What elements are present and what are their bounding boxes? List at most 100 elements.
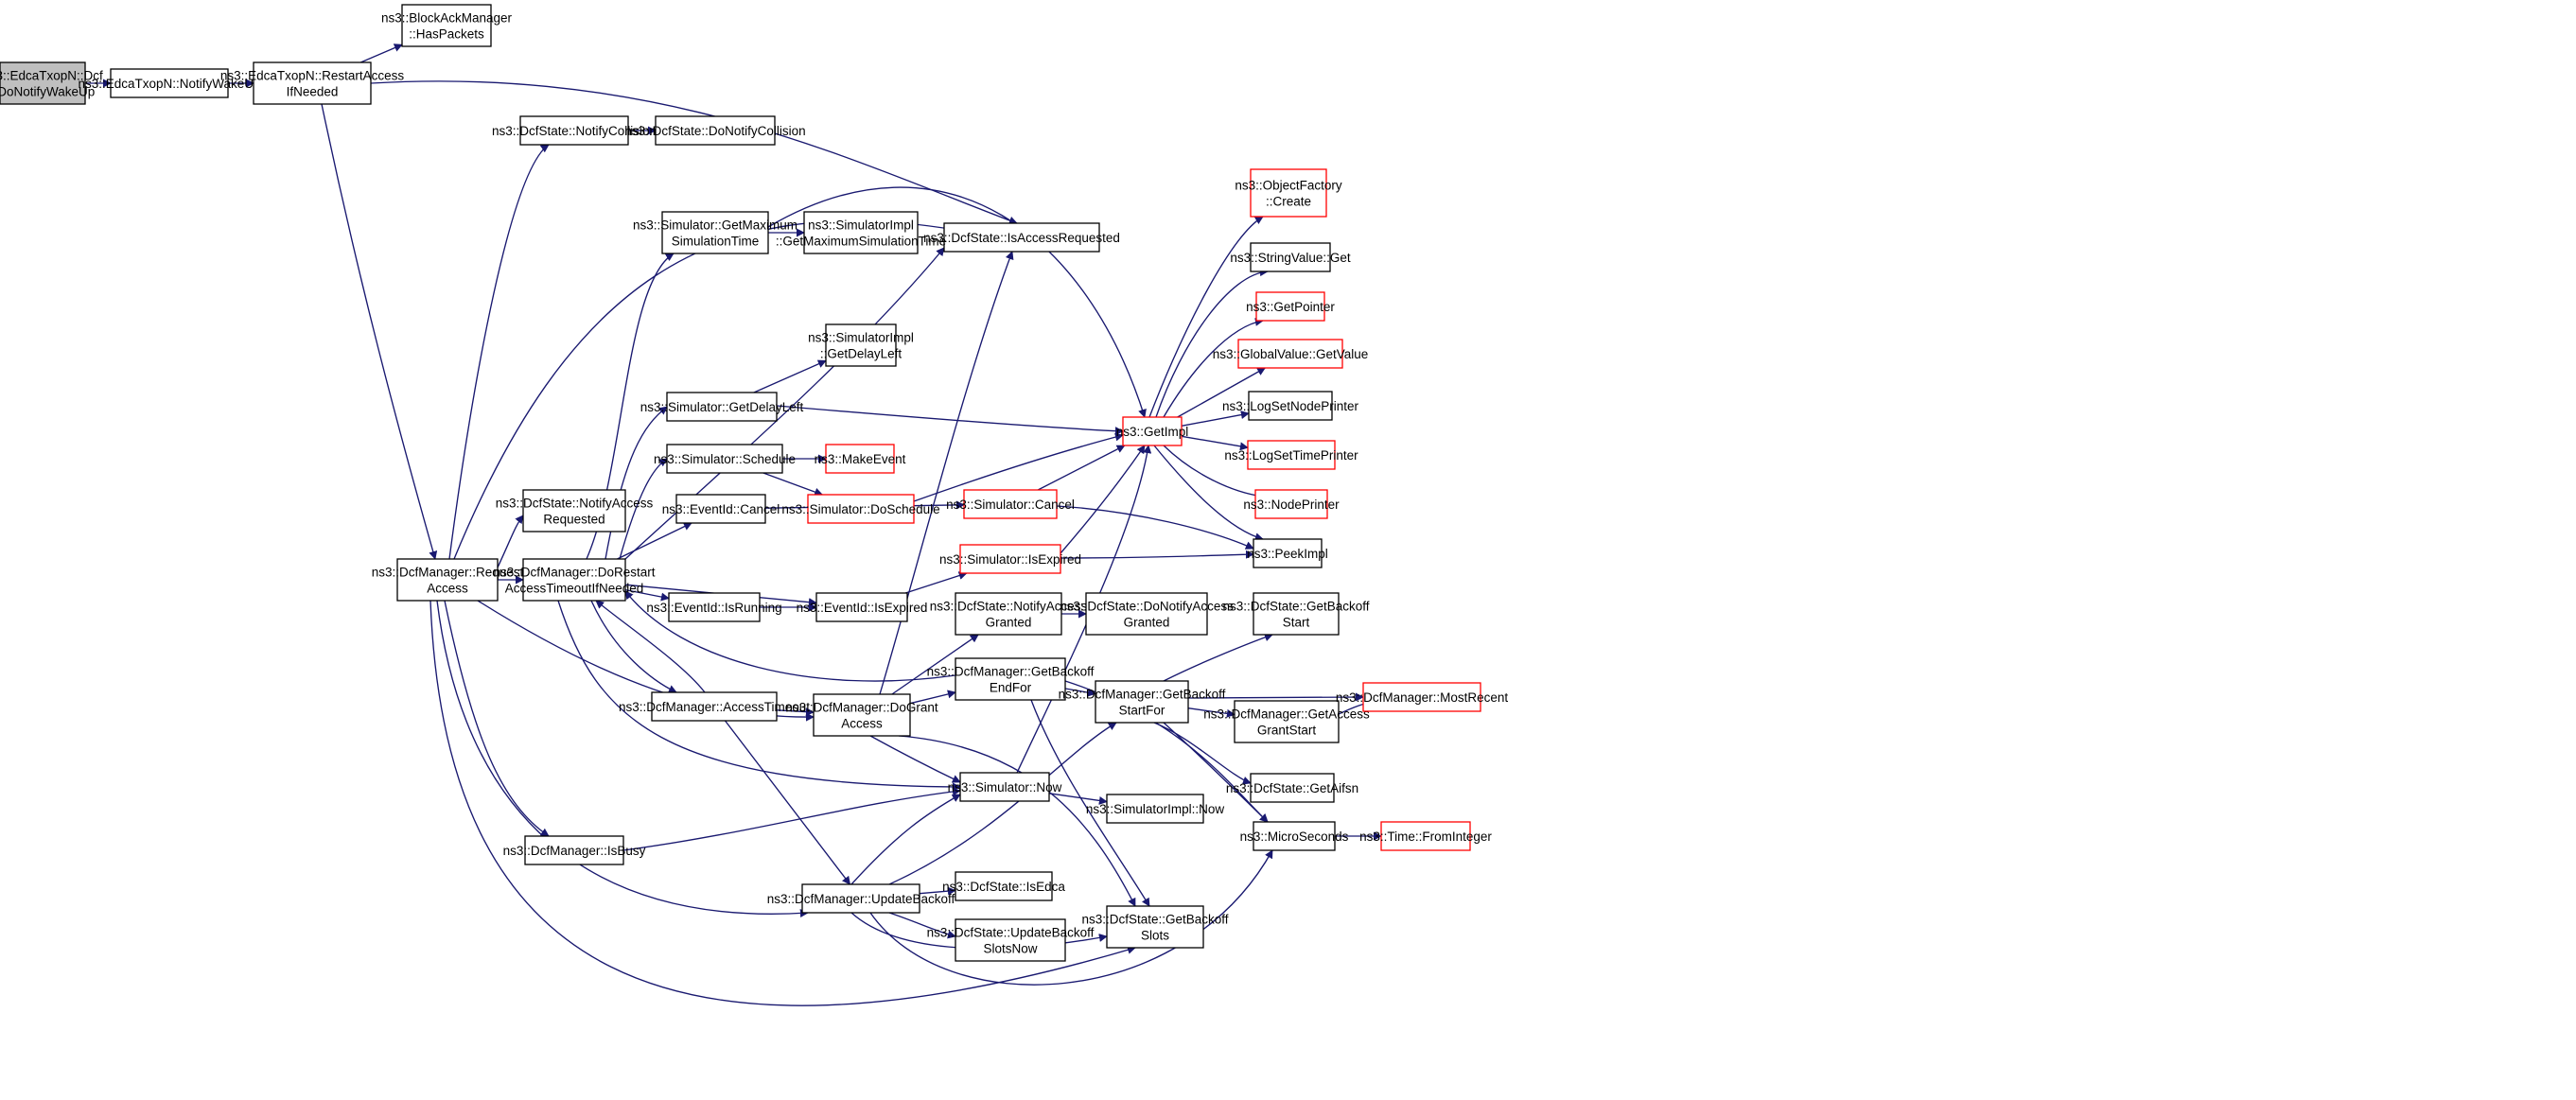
node-n20[interactable]: ns3::MakeEvent (815, 444, 906, 474)
node-label: ns3::DcfManager::DoRestart (493, 566, 655, 580)
node-n21[interactable]: ns3::Simulator::DoSchedule (781, 494, 940, 524)
node-n19[interactable]: ns3::Simulator::Schedule (654, 444, 796, 474)
node-n42[interactable]: ns3::LogSetNodePrinter (1222, 391, 1359, 421)
node-n15[interactable]: ns3::Simulator::GetMaximumSimulationTime (633, 211, 797, 254)
node-box (1234, 700, 1340, 743)
node-box (1106, 905, 1204, 949)
node-n39[interactable]: ns3::StringValue::Get (1230, 242, 1351, 272)
edge-n12-n27 (622, 787, 961, 851)
node-label: ns3::MakeEvent (815, 452, 906, 466)
node-n37[interactable]: ns3::PeekImpl (1247, 538, 1328, 568)
edge-n8-n42 (1181, 410, 1250, 427)
node-n40[interactable]: ns3::GetPointer (1246, 291, 1335, 322)
node-label: ns3::MicroSeconds (1240, 829, 1349, 844)
node-n1[interactable]: ns3::EdcaTxopN::NotifyWakeUp (78, 68, 261, 98)
node-n8[interactable]: ns3::GetImpl (1116, 416, 1189, 446)
node-n43[interactable]: ns3::LogSetTimePrinter (1224, 440, 1358, 470)
node-n22[interactable]: ns3::EventId::Cancel (662, 494, 780, 524)
node-n25[interactable]: ns3::EventId::IsExpired (797, 592, 928, 622)
node-label: ns3::GetPointer (1246, 300, 1335, 314)
node-box (675, 494, 766, 524)
node-n47[interactable]: ns3::DcfState::GetAifsn (1226, 773, 1358, 803)
node-box (110, 68, 229, 98)
node-n49[interactable]: ns3::Time::FromInteger (1359, 821, 1492, 851)
node-box (1248, 391, 1333, 421)
node-box (666, 444, 783, 474)
node-box (963, 489, 1058, 519)
node-label: Access (427, 582, 468, 596)
node-n34[interactable]: ns3::SimulatorImpl::Now (1086, 794, 1225, 824)
edge-n2-n4 (370, 80, 1018, 225)
node-n26[interactable]: ns3::Simulator::IsExpired (939, 544, 1081, 574)
node-label: ns3::Simulator::Schedule (654, 452, 796, 466)
node-n3[interactable]: ns3::BlockAckManager::HasPackets (381, 4, 513, 47)
node-label: ns3::BlockAckManager (381, 11, 513, 26)
node-n6[interactable]: ns3::DcfState::NotifyCollision (492, 115, 657, 146)
node-box (522, 489, 626, 533)
node-label: ns3::EventId::IsExpired (797, 601, 928, 615)
node-box (668, 592, 761, 622)
node-n35[interactable]: ns3::DcfState::IsEdca (942, 871, 1065, 901)
node-label: ns3::GlobalValue::GetValue (1213, 347, 1369, 361)
node-n12[interactable]: ns3::DcfManager::IsBusy (503, 835, 646, 865)
node-n28[interactable]: ns3::DcfManager::AccessTimeout (619, 691, 810, 722)
node-n48[interactable]: ns3::DcfManager::MostRecent (1336, 682, 1509, 712)
edge-n8-n43 (1181, 435, 1249, 451)
node-label: ns3::DcfState::IsAccessRequested (923, 231, 1120, 245)
node-label: ns3::SimulatorImpl (808, 218, 914, 233)
edge-n8-n41 (1177, 367, 1267, 418)
node-n38[interactable]: ns3::ObjectFactory::Create (1235, 168, 1342, 218)
node-n24[interactable]: ns3::EventId::IsRunning (646, 592, 782, 622)
node-n27[interactable]: ns3::Simulator::Now (948, 772, 1062, 802)
node-label: ns3::DcfState::NotifyAccess (496, 497, 654, 511)
node-label: ns3::LogSetTimePrinter (1224, 448, 1358, 463)
node-n41[interactable]: ns3::GlobalValue::GetValue (1213, 339, 1369, 369)
edge-n5-n6 (448, 144, 550, 560)
node-box (1237, 339, 1343, 369)
node-label: ns3::Simulator::DoSchedule (781, 502, 939, 516)
node-label: IfNeeded (287, 85, 339, 99)
node-n18[interactable]: ns3::SimulatorImpl::GetDelayLeft (808, 323, 914, 367)
node-box (1106, 794, 1204, 824)
node-label: ::DoNotifyWakeUp (0, 85, 95, 99)
node-n7[interactable]: ns3::DcfState::DoNotifyCollision (624, 115, 806, 146)
node-n0[interactable]: ns3::EdcaTxopN::Dcf::DoNotifyWakeUp (0, 61, 103, 105)
edge-n5-n14 (429, 600, 1136, 1006)
node-box (825, 323, 897, 367)
edge-n13-n32 (888, 722, 1117, 885)
node-n13[interactable]: ns3::DcfManager::UpdateBackoff (767, 883, 955, 914)
node-n10[interactable]: ns3::DcfManager::DoRestartAccessTimeoutI… (493, 558, 656, 602)
node-label: ns3::DcfState::DoNotifyCollision (624, 124, 805, 138)
edge-n26-n8 (1060, 445, 1146, 554)
edge-n8-n38 (1148, 216, 1264, 418)
node-n17[interactable]: ns3::Simulator::GetDelayLeft (640, 392, 804, 422)
node-n16[interactable]: ns3::SimulatorImpl::GetMaximumSimulation… (776, 211, 946, 254)
node-n44[interactable]: ns3::NodePrinter (1243, 489, 1340, 519)
node-label: ::Create (1266, 195, 1311, 209)
node-n33[interactable]: ns3::MicroSeconds (1240, 821, 1349, 851)
node-label: ns3::Simulator::GetDelayLeft (640, 400, 804, 414)
node-label: ns3::GetImpl (1116, 425, 1189, 439)
node-n4[interactable]: ns3::DcfState::IsAccessRequested (923, 222, 1120, 253)
node-box (666, 392, 778, 422)
node-label: Slots (1141, 929, 1169, 943)
node-label: ns3::EdcaTxopN::Dcf (0, 69, 103, 83)
node-box (1250, 242, 1331, 272)
node-n23[interactable]: ns3::Simulator::Cancel (946, 489, 1075, 519)
node-box (1380, 821, 1471, 851)
edge-n32-n47 (1153, 722, 1252, 785)
node-label: ns3::DcfState::IsEdca (942, 880, 1065, 894)
edge-n28-n10 (595, 600, 706, 693)
